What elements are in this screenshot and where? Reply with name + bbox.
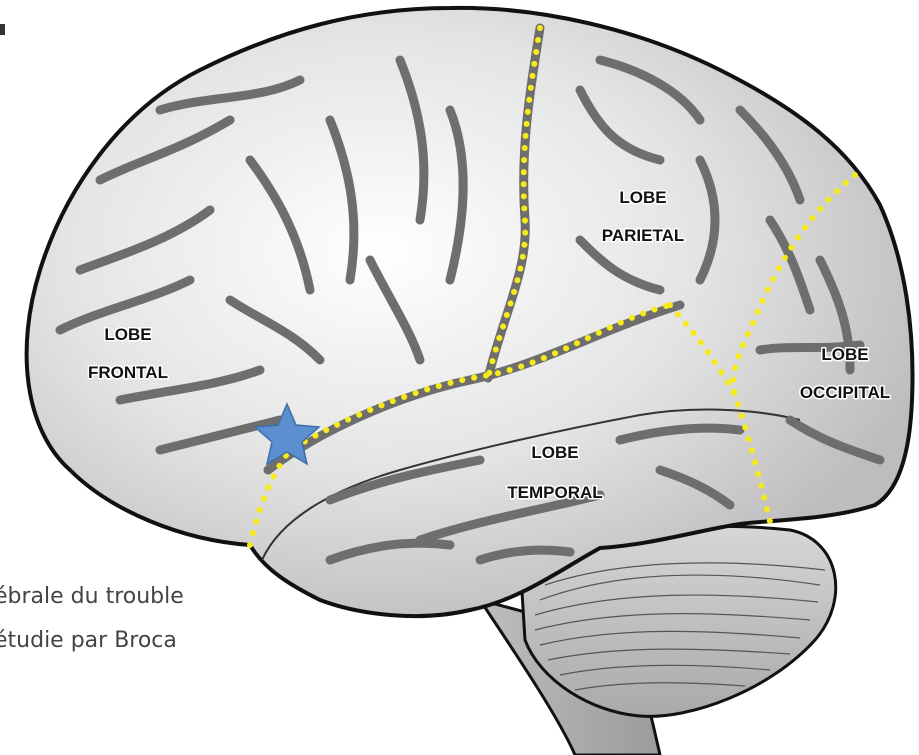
caption-line-2: étudie par Broca [0,628,177,653]
label-temporal-line1: LOBE [531,443,578,462]
label-frontal-line1: LOBE [104,325,151,344]
label-temporal-line2: TEMPORAL [507,483,602,502]
label-parietal-line2: PARIETAL [602,226,684,245]
label-parietal-line1: LOBE [619,188,666,207]
label-frontal-line2: FRONTAL [88,363,168,382]
label-occipital-line2: OCCIPITAL [800,383,890,402]
caption-line-1: ébrale du trouble [0,584,184,609]
label-occipital-line1: LOBE [821,345,868,364]
